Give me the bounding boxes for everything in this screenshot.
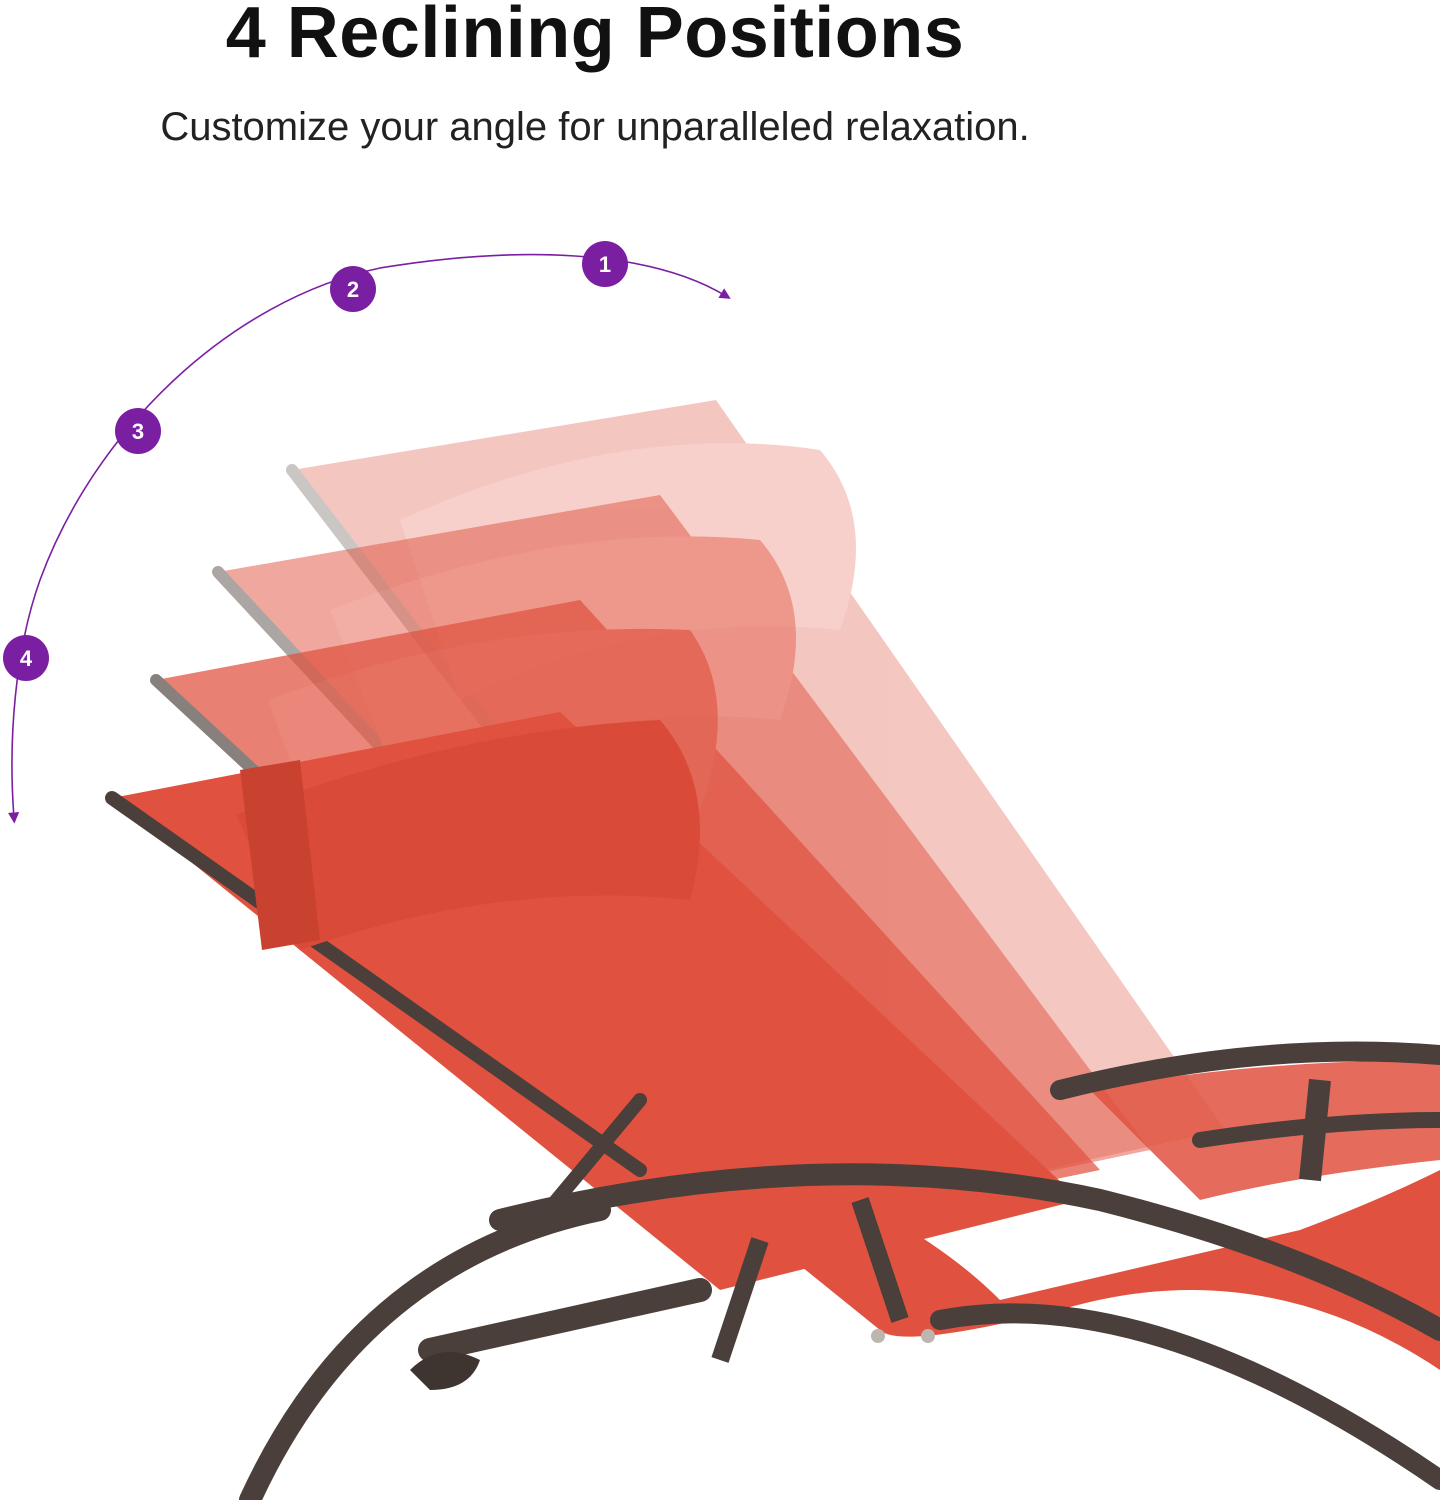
position-marker-4-icon: 4 [3,635,49,681]
svg-text:3: 3 [132,419,144,444]
frame-rail [930,1303,1440,1490]
frame-strut [711,1237,769,1363]
svg-text:4: 4 [20,646,33,671]
frame-rail [239,1199,611,1500]
frame-rail [489,1163,1440,1341]
page-title: 4 Reclining Positions [225,0,965,73]
position-marker-3-icon: 3 [115,408,161,454]
bolt-icon [921,1329,935,1343]
position-marker-1-icon: 1 [582,241,628,287]
bolt-icon [871,1329,885,1343]
backrest-position-4 [105,712,1080,1290]
adjustment-bar [533,1093,647,1227]
frame-strut [1299,1078,1331,1182]
page-subtitle: Customize your angle for unparalleled re… [160,105,1030,149]
wheel-icon [410,1352,480,1390]
adjustment-bar [418,1278,712,1362]
frame-rail [1050,1041,1440,1100]
svg-text:1: 1 [599,252,611,277]
svg-text:2: 2 [347,277,359,302]
chaise-lounge-icon [105,400,1440,1500]
frame-strut [851,1197,909,1323]
position-marker-2-icon: 2 [330,266,376,312]
